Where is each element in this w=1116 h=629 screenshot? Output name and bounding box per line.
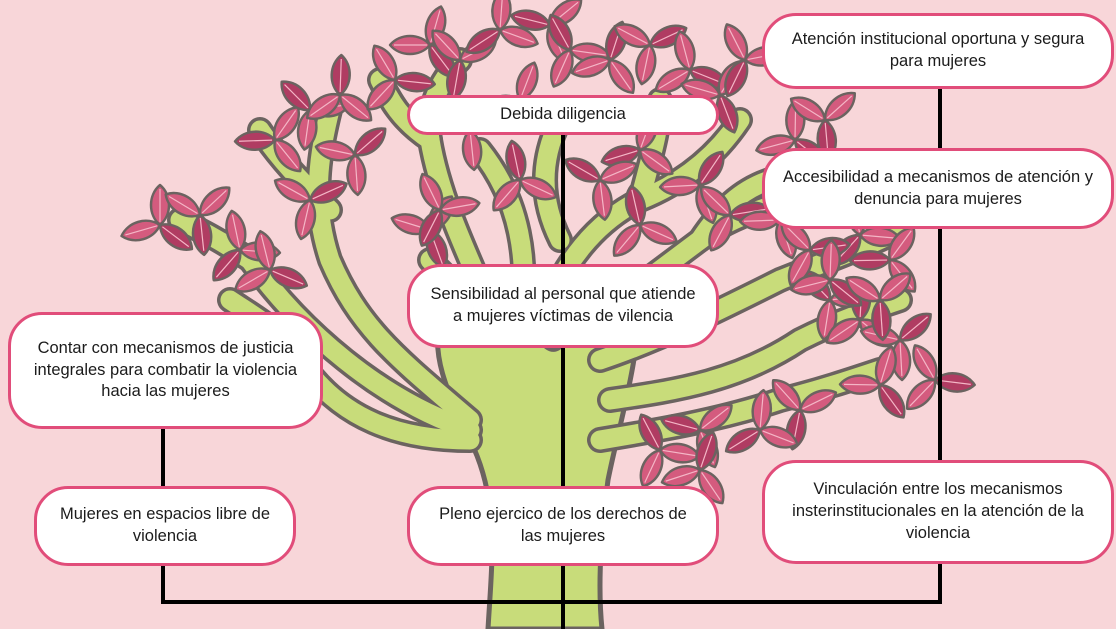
node-top-center-text: Debida diligencia	[500, 104, 626, 126]
node-bottom-center: Pleno ejercico de los derechos de las mu…	[407, 486, 719, 566]
leaf-vein	[854, 260, 887, 261]
node-bottom-left-text: Mujeres en espacios libre de violencia	[55, 504, 275, 548]
node-top-right: Atención institucional oportuna y segura…	[762, 13, 1114, 89]
node-bottom-left: Mujeres en espacios libre de violencia	[34, 486, 296, 566]
node-bottom-right: Vinculación entre los mecanismos insteri…	[762, 460, 1114, 564]
node-bottom-right-text: Vinculación entre los mecanismos insteri…	[783, 479, 1093, 544]
node-center-text: Sensibilidad al personal que atiende a m…	[428, 284, 698, 328]
node-center: Sensibilidad al personal que atiende a m…	[407, 264, 719, 348]
node-mid-right: Accesibilidad a mecanismos de atención y…	[762, 148, 1114, 229]
leaf-vein	[844, 384, 877, 385]
node-left: Contar con mecanismos de justicia integr…	[8, 312, 323, 429]
node-left-text: Contar con mecanismos de justicia integr…	[29, 338, 302, 403]
node-bottom-center-text: Pleno ejercico de los derechos de las mu…	[428, 504, 698, 548]
node-mid-right-text: Accesibilidad a mecanismos de atención y…	[783, 167, 1093, 211]
node-top-center: Debida diligencia	[407, 95, 719, 135]
node-top-right-text: Atención institucional oportuna y segura…	[783, 29, 1093, 73]
